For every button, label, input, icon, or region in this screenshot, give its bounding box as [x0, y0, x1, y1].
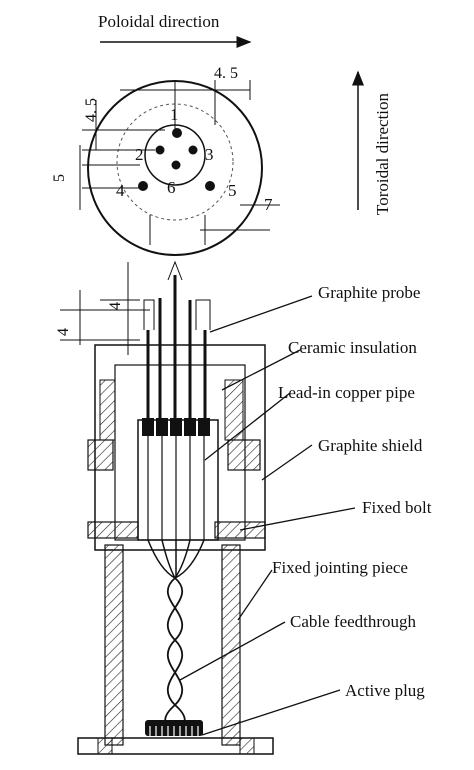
- outer-circle: [87, 80, 263, 256]
- dim-side-4-b: 4: [107, 302, 124, 310]
- dim-top-4-5: 4. 5: [214, 65, 238, 82]
- label-graphite-shield: Graphite shield: [318, 436, 423, 455]
- probe-number-1: 1: [170, 105, 179, 124]
- top-view: Poloidal direction Toroidal direction 4.…: [51, 12, 392, 256]
- label-fixed-jointing-piece: Fixed jointing piece: [272, 558, 408, 577]
- probe-dot-center: [171, 160, 181, 170]
- fixed-bolt-left: [87, 521, 139, 539]
- graphite-probes: [143, 260, 211, 420]
- leader-lines: [179, 295, 356, 736]
- converging-wires: [147, 539, 205, 579]
- side-view: 4 4: [55, 260, 432, 755]
- label-cable-feedthrough: Cable feedthrough: [290, 612, 417, 631]
- probe-number-4: 4: [116, 181, 125, 200]
- ceramic-insulation-block: [137, 419, 219, 541]
- label-ceramic-insulation: Ceramic insulation: [288, 338, 417, 357]
- label-active-plug: Active plug: [345, 681, 425, 700]
- probe-number-6: 6: [167, 178, 176, 197]
- poloidal-direction-label: Poloidal direction: [98, 12, 220, 31]
- label-lead-in-copper-pipe: Lead-in copper pipe: [278, 383, 415, 402]
- probe-number-2: 2: [135, 145, 144, 164]
- probe-dot-1: [172, 128, 182, 138]
- probe-dot-5: [205, 181, 215, 191]
- dim-side-4-a: 4: [55, 328, 72, 336]
- graphite-shield: [87, 344, 266, 551]
- label-fixed-bolt: Fixed bolt: [362, 498, 432, 517]
- active-plug: [145, 720, 203, 736]
- probe-number-7: 7: [264, 195, 273, 214]
- label-graphite-probe: Graphite probe: [318, 283, 420, 302]
- probe-dot-3: [188, 145, 198, 155]
- probe-number-3: 3: [205, 145, 214, 164]
- probe-dot-2: [155, 145, 165, 155]
- dim-left-4-5: 4. 5: [83, 98, 100, 122]
- toroidal-direction-label: Toroidal direction: [373, 92, 392, 215]
- dim-left-5: 5: [51, 174, 68, 182]
- fixed-jointing-piece: [77, 544, 274, 755]
- probe-number-5: 5: [228, 181, 237, 200]
- copper-pipe-caps: [142, 418, 210, 540]
- probe-dot-4: [138, 181, 148, 191]
- cable-feedthrough: [164, 577, 186, 731]
